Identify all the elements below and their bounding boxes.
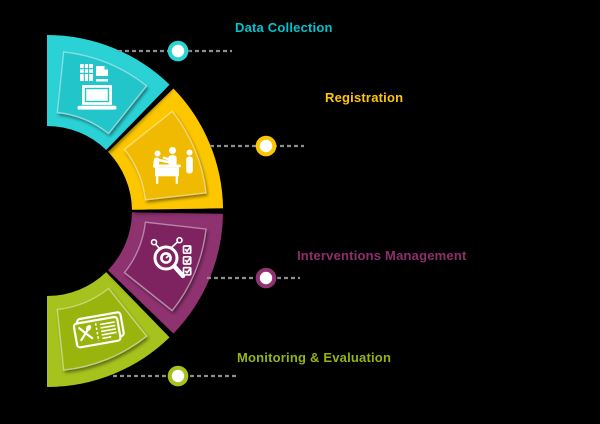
ticket-perforation <box>94 323 100 342</box>
connector-dot-registration <box>255 135 277 157</box>
segment-inner-panel <box>123 221 207 312</box>
desk-top <box>153 164 181 168</box>
person-right-head <box>186 149 193 156</box>
node-stalk-left <box>154 243 161 250</box>
step-label-interventions-management: Interventions Management <box>297 248 467 263</box>
ticket-text-lines <box>99 321 117 340</box>
segment-interventions-management <box>108 212 223 334</box>
segment-data-collection <box>47 35 170 150</box>
segment-monitoring-evaluation <box>47 272 170 387</box>
desk-cloth <box>155 167 179 177</box>
reception-desk-icon <box>153 147 193 184</box>
pie-spoke <box>165 253 172 259</box>
person-left-arm <box>157 158 169 164</box>
laptop-screen-inner <box>84 87 110 103</box>
segment-registration <box>108 88 223 210</box>
person-middle-head <box>169 147 176 154</box>
checklist <box>182 245 192 276</box>
step-label-data-collection: Data Collection <box>235 20 333 35</box>
chart-doc-fold <box>104 66 108 70</box>
documents-laptop-icon <box>77 64 117 110</box>
desk-leg-left <box>156 176 159 184</box>
magnifier-handle <box>172 264 186 279</box>
node-left <box>150 238 158 246</box>
step-label-registration: Registration <box>325 90 404 105</box>
connector-dot-interventions-management <box>255 267 277 289</box>
node-right <box>176 236 183 244</box>
person-middle-body <box>168 155 177 166</box>
magnifier-lens <box>153 245 179 271</box>
magnifier-checklist-icon <box>150 236 192 279</box>
laptop-base <box>77 105 117 110</box>
person-middle-arm <box>162 156 171 161</box>
spreadsheet-grid <box>80 64 93 81</box>
person-right-body <box>186 156 193 174</box>
spreadsheet-doc <box>80 64 93 81</box>
node-stalk-right <box>170 240 179 249</box>
person-left-head <box>154 150 161 157</box>
step-label-monitoring-evaluation: Monitoring & Evaluation <box>237 350 392 365</box>
connectors <box>113 40 304 387</box>
connector-dot-monitoring-evaluation <box>167 365 189 387</box>
connector-dot-data-collection <box>167 40 189 62</box>
desk-leg-right <box>175 176 178 184</box>
spoon-bowl <box>85 325 92 331</box>
pie-chart-in-lens <box>160 252 172 264</box>
segment-inner-panel <box>123 110 207 201</box>
chart-doc-band <box>96 76 108 79</box>
meal-tickets-icon <box>72 311 125 349</box>
laptop-screen <box>82 85 112 105</box>
